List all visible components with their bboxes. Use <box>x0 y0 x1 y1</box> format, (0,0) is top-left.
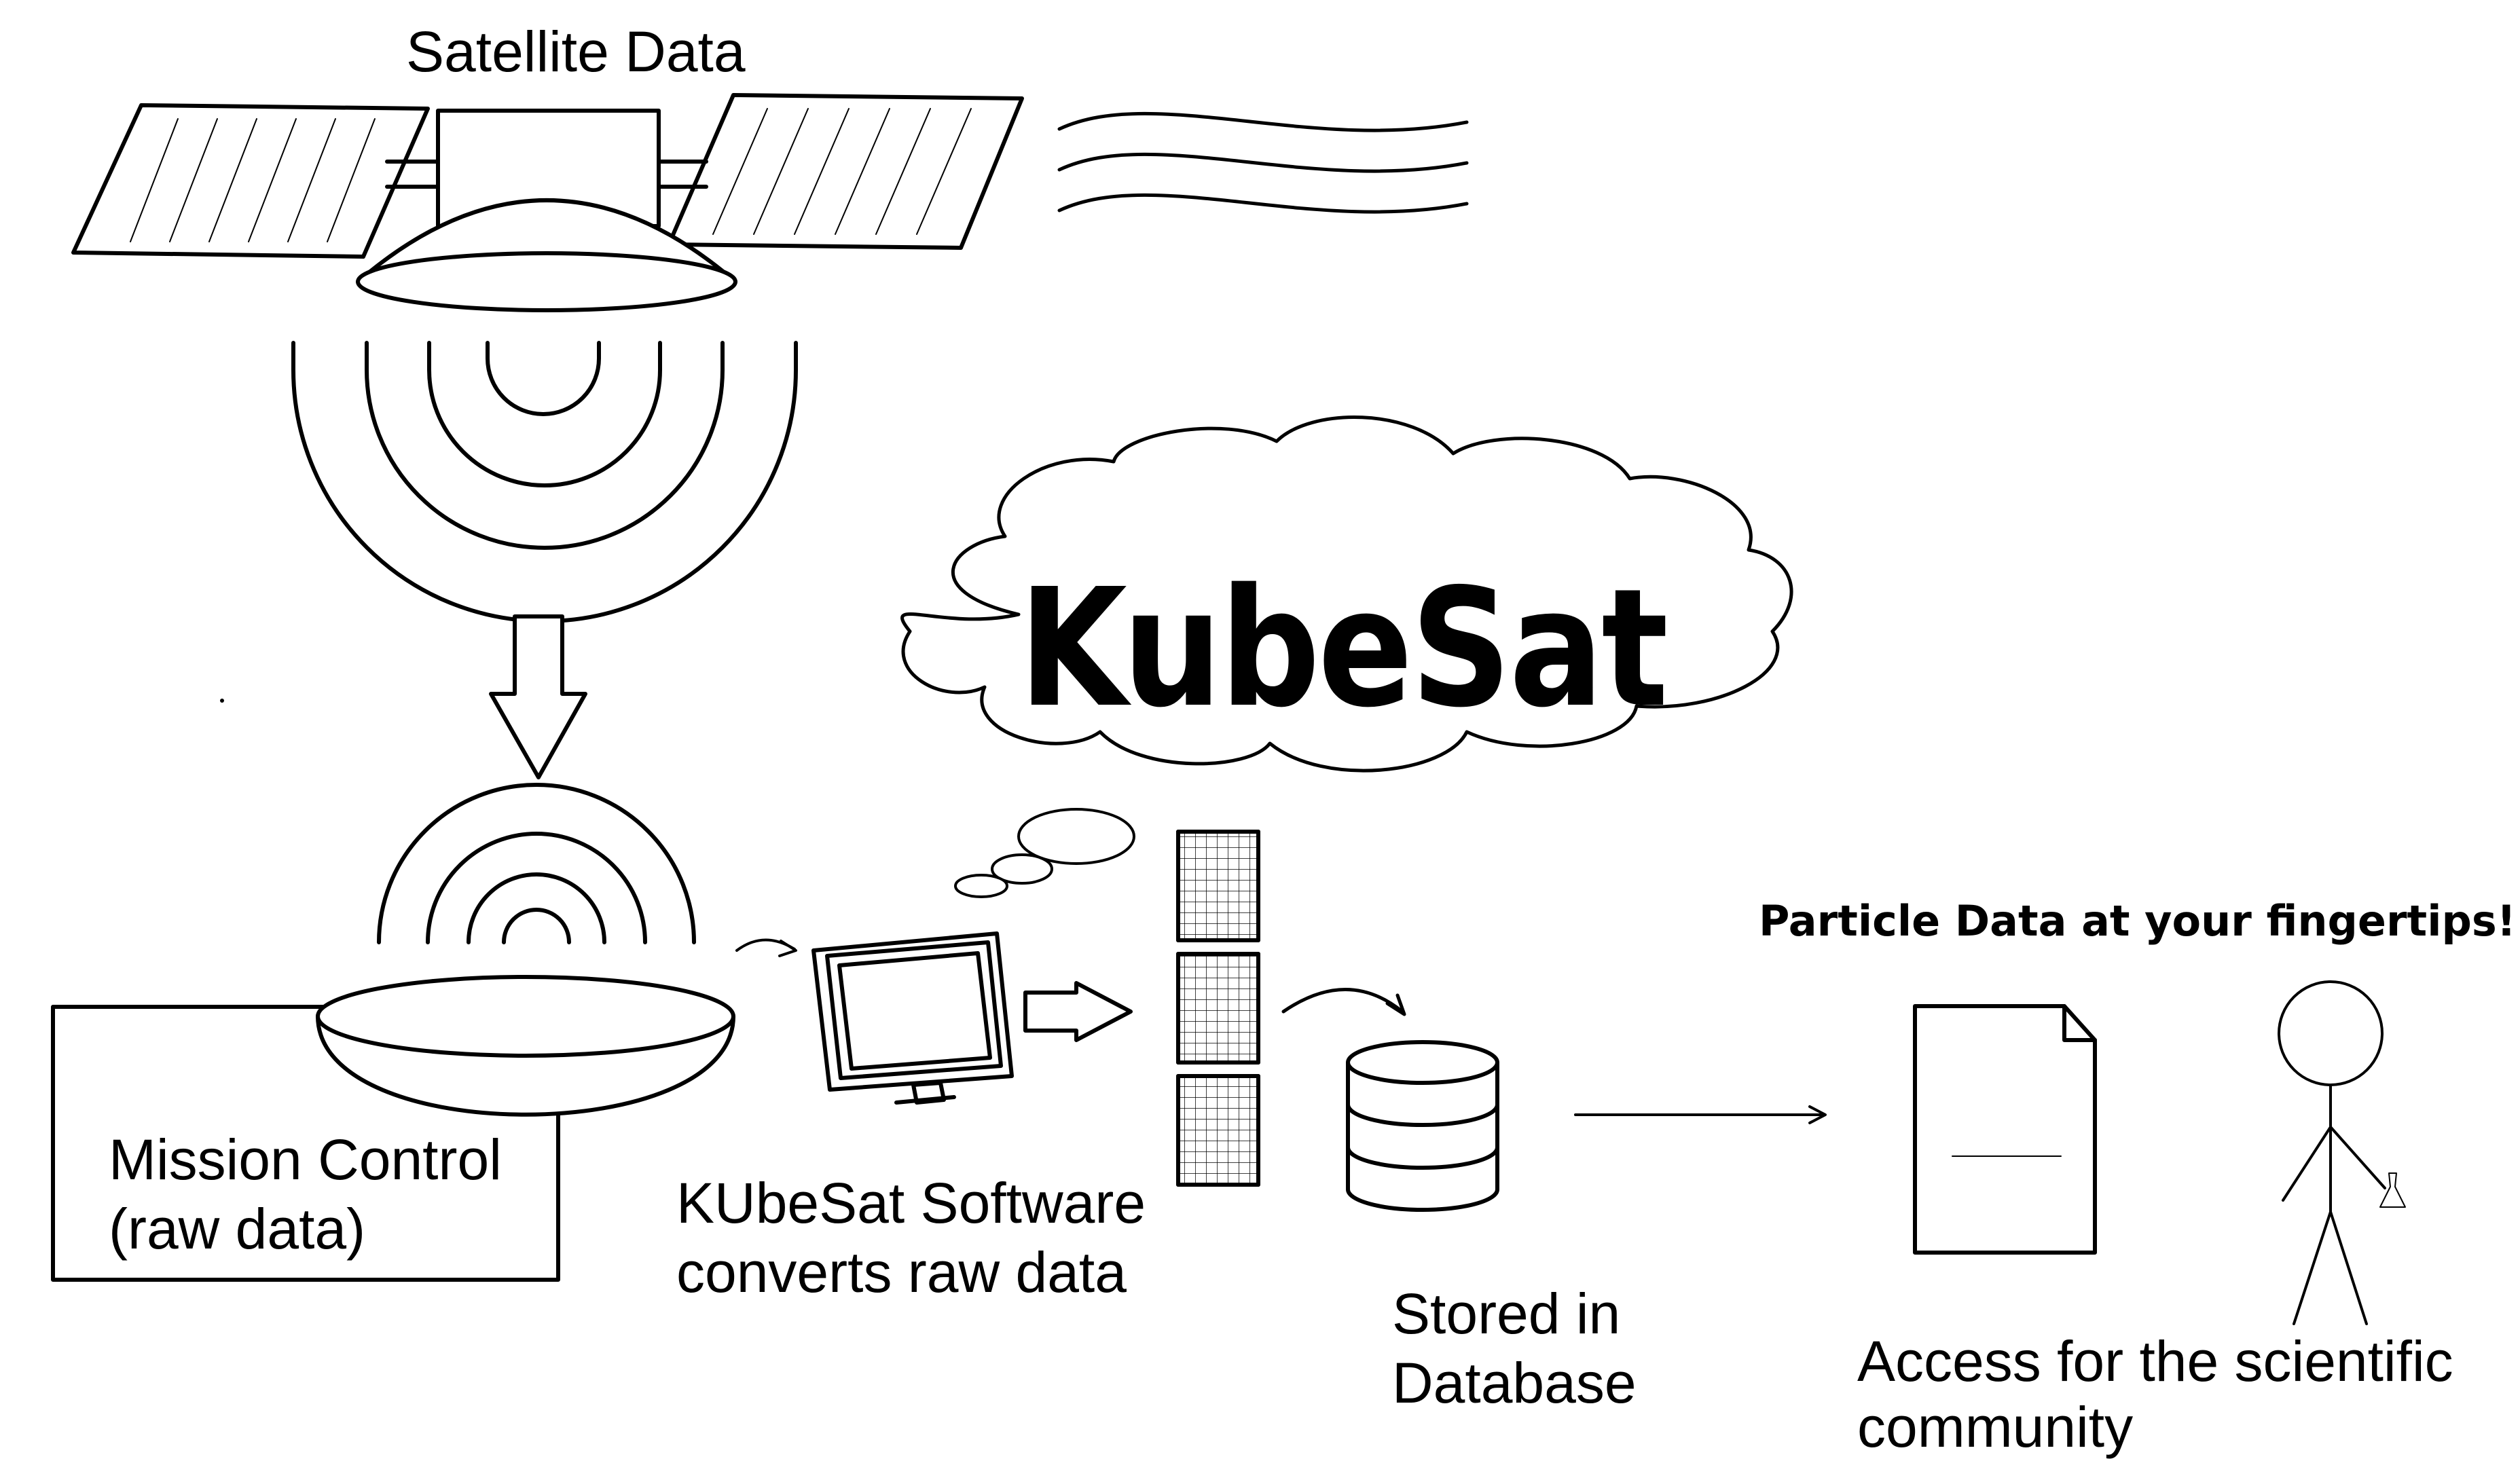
database-label: Stored in <box>1392 1282 1621 1346</box>
access-sublabel: community <box>1857 1395 2134 1459</box>
database-sublabel: Database <box>1392 1351 1637 1415</box>
access-label: Access for the scientific <box>1857 1329 2453 1393</box>
mission-control-label: Mission Control <box>109 1128 502 1191</box>
ground-station-arcs-icon <box>377 783 696 944</box>
database-icon <box>1346 1040 1499 1212</box>
scientist-icon <box>2278 980 2406 1325</box>
mission-control-sublabel: (raw data) <box>109 1197 366 1261</box>
mission-control-icon <box>51 975 735 1282</box>
kubesat-logo: KubeSat <box>1019 553 1668 743</box>
downlink-arcs-icon <box>291 341 798 623</box>
right-arrow-icon <box>1023 981 1133 1042</box>
tagline: Particle Data at your fingertips! <box>1759 896 2517 946</box>
curved-arrow-icon <box>735 938 797 957</box>
document-icon <box>1913 1004 2097 1255</box>
signal-waves-icon <box>1057 111 1469 214</box>
down-arrow-icon <box>489 614 587 779</box>
kubesat-cloud-icon <box>900 415 1793 773</box>
stray-mark <box>220 699 224 703</box>
satellite-label: Satellite Data <box>406 20 746 84</box>
data-grid-icon <box>1176 830 1260 1187</box>
curved-arrow-icon <box>1281 988 1406 1016</box>
satellite-icon <box>71 93 1024 312</box>
long-arrow-icon <box>1574 1105 1827 1124</box>
software-label: KUbeSat Software <box>676 1171 1146 1235</box>
monitor-icon <box>811 931 1014 1105</box>
software-sublabel: converts raw data <box>676 1240 1127 1304</box>
thought-bubble-icon <box>954 808 1135 898</box>
